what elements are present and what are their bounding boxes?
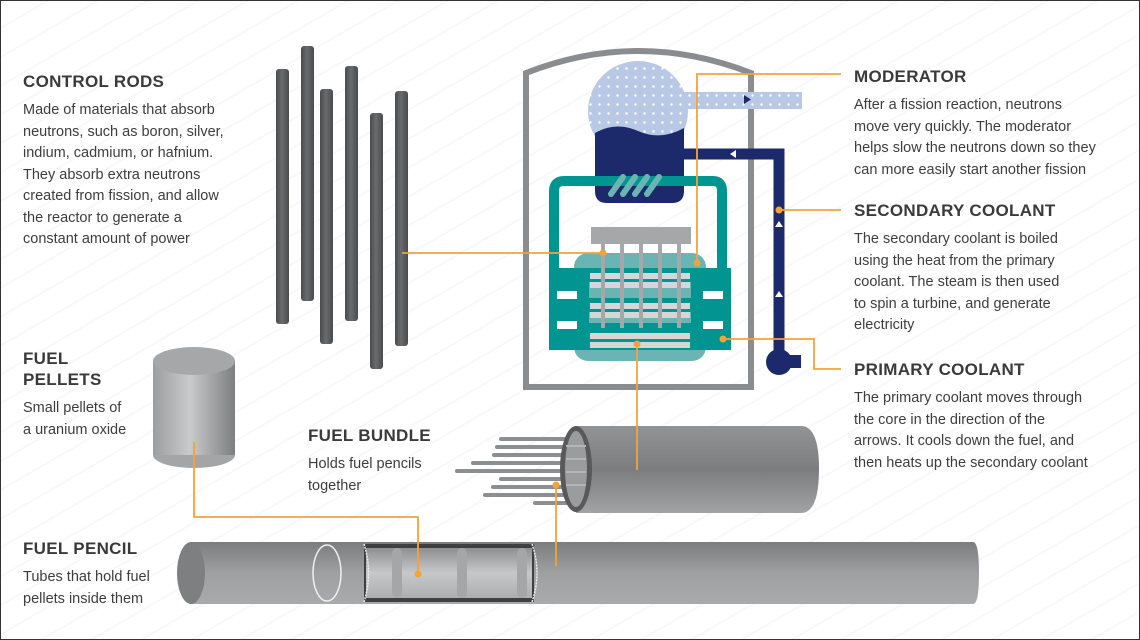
description-line: pellets inside them: [23, 590, 144, 607]
primary-coolant-loop: [549, 174, 727, 331]
primary-coolant-heading: PRIMARY COOLANT: [854, 360, 1025, 379]
flow-arrow-icon: [730, 150, 736, 158]
control-rod: [345, 66, 358, 321]
moderator-description: After a fission reaction, neutrons move …: [854, 95, 1134, 181]
description-line: Small pellets of: [23, 400, 122, 416]
fuel-pencil-label: FUEL PENCIL Tubes that hold fuel pellets…: [23, 538, 173, 610]
fuel-pellets-label: FUEL PELLETS Small pellets of a uranium o…: [23, 348, 153, 441]
containment-building: [523, 48, 754, 390]
moderator-heading: MODERATOR: [854, 67, 967, 86]
description-line: move very quickly. The moderator: [854, 118, 1072, 135]
description-line: created from fission, and allow: [23, 188, 219, 204]
heat-exchanger-coil-icon: [608, 174, 662, 197]
description-line: Made of materials that absorb: [23, 102, 215, 118]
leader-primary-coolant: [723, 338, 841, 370]
description-line: the reactor to generate a: [23, 209, 182, 226]
description-line: the core in the direction of the: [854, 411, 1046, 428]
description-line: The primary coolant moves through: [854, 390, 1083, 406]
description-line: indium, cadmium, or hafnium.: [23, 145, 214, 161]
control-rods-label: CONTROL RODS Made of materials that abso…: [23, 71, 263, 251]
flow-arrow-icon: [775, 291, 783, 297]
secondary-coolant-heading: SECONDARY COOLANT: [854, 201, 1056, 220]
description-line: coolant. The steam is then used: [854, 274, 1060, 290]
leader-lines: [193, 73, 841, 574]
description-line: The secondary coolant is boiled: [854, 231, 1058, 247]
secondary-coolant-loop: [684, 148, 801, 375]
description-line: constant amount of power: [23, 231, 190, 247]
leader-fuel-pellets: [193, 442, 419, 574]
description-line: then heats up the secondary coolant: [854, 454, 1088, 471]
control-rod: [370, 113, 383, 369]
description-line: Tubes that hold fuel: [23, 569, 150, 585]
description-line: After a fission reaction, neutrons: [854, 97, 1062, 113]
fuel-bundle-label: FUEL BUNDLE Holds fuel pencils together: [308, 425, 458, 497]
heading-line: FUEL: [23, 349, 69, 368]
secondary-coolant-label: SECONDARY COOLANT The secondary coolant …: [854, 200, 1134, 337]
reactor-core: [549, 227, 731, 361]
control-rod: [301, 46, 314, 301]
control-rod: [395, 91, 408, 346]
fuel-pellets-description: Small pellets of a uranium oxide: [23, 398, 153, 441]
flow-arrow-icon: [775, 221, 783, 227]
flow-arrow-icon: [744, 95, 751, 104]
fuel-pencil-description: Tubes that hold fuel pellets inside them: [23, 567, 173, 610]
fuel-bundle-illustration: [455, 426, 819, 513]
description-line: a uranium oxide: [23, 421, 127, 438]
fuel-pellet-illustration: [153, 347, 235, 468]
heading-line: PELLETS: [23, 370, 102, 389]
fuel-pencil-illustration: [177, 542, 979, 604]
description-line: neutrons, such as boron, silver,: [23, 123, 224, 140]
fuel-bundle-heading: FUEL BUNDLE: [308, 426, 431, 445]
description-line: using the heat from the primary: [854, 252, 1055, 269]
description-line: electricity: [854, 317, 915, 333]
moderator-label: MODERATOR After a fission reaction, neut…: [854, 66, 1134, 181]
fuel-bundle-description: Holds fuel pencils together: [308, 454, 458, 497]
fuel-pencil-heading: FUEL PENCIL: [23, 539, 138, 558]
secondary-coolant-description: The secondary coolant is boiled using th…: [854, 229, 1134, 337]
description-line: They absorb extra neutrons: [23, 166, 201, 183]
fuel-pellets-heading: FUEL PELLETS: [23, 348, 153, 390]
primary-coolant-description: The primary coolant moves through the co…: [854, 388, 1134, 474]
primary-coolant-label: PRIMARY COOLANT The primary coolant move…: [854, 359, 1134, 474]
description-line: to spin a turbine, and generate: [854, 295, 1051, 312]
leader-moderator: [696, 73, 841, 263]
control-rod: [320, 89, 333, 344]
description-line: helps slow the neutrons down so they: [854, 140, 1096, 156]
description-line: Holds fuel pencils: [308, 456, 422, 472]
description-line: can more easily start another fission: [854, 161, 1087, 178]
description-line: arrows. It cools down the fuel, and: [854, 433, 1075, 449]
control-rods-heading: CONTROL RODS: [23, 72, 165, 91]
control-rod: [276, 69, 289, 324]
control-rods-description: Made of materials that absorb neutrons, …: [23, 100, 263, 251]
description-line: together: [308, 477, 362, 494]
control-rods-illustration: [276, 46, 408, 369]
